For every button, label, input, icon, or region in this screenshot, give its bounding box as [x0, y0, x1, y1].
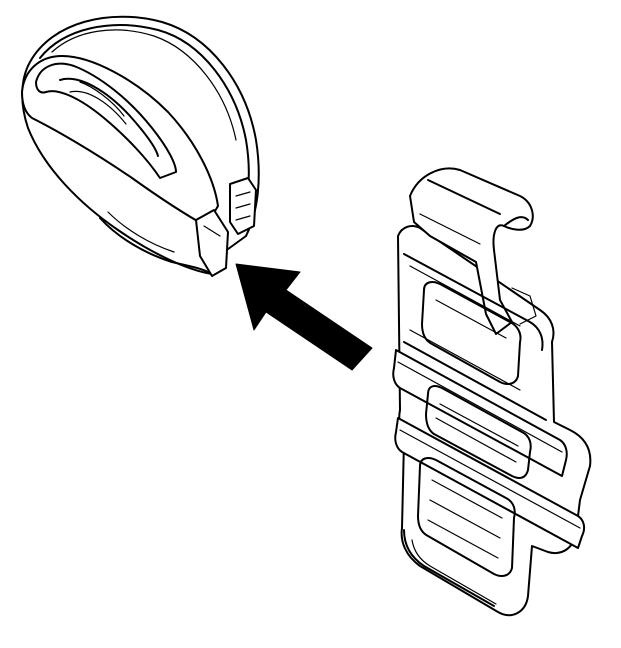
direction-arrow — [235, 263, 373, 371]
belt-clip — [392, 167, 592, 617]
round-housing — [21, 15, 260, 277]
